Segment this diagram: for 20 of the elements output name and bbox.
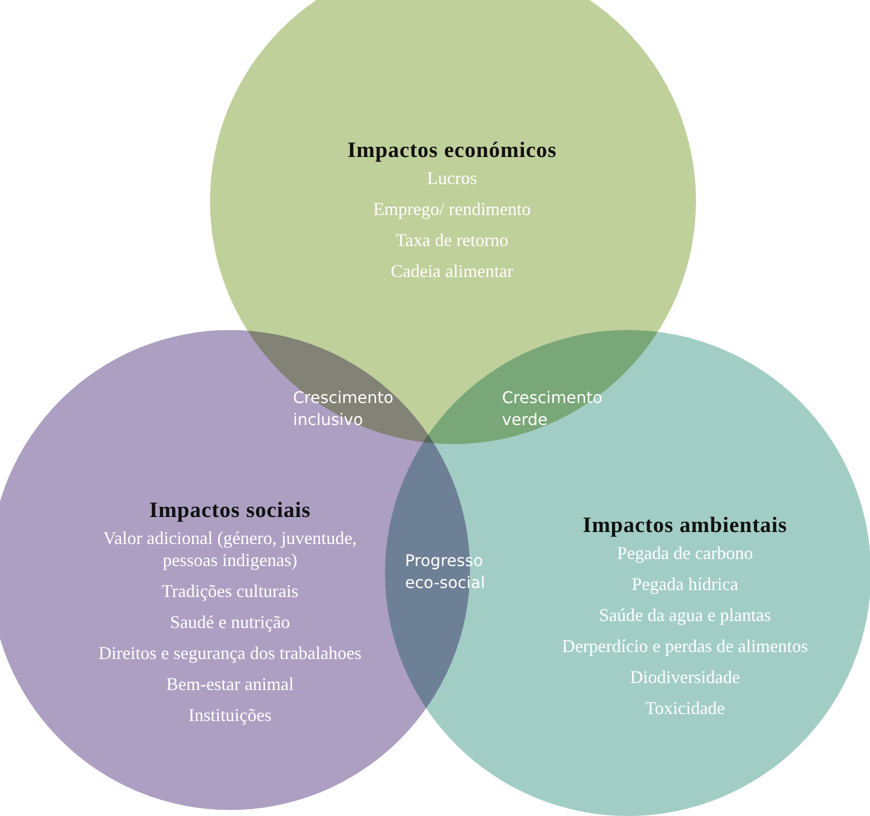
circle-heading: Impactos ambientais (582, 511, 788, 539)
impact-item: Derperdício e perdas de alimentos (561, 635, 809, 657)
circle-heading: Impactos económicos (346, 136, 558, 164)
impact-item: Pegada de carbono (616, 542, 754, 564)
impact-item: Saúde da agua e plantas (598, 604, 772, 626)
impact-item: Instituições (188, 704, 272, 726)
impact-item: Direitos e segurança dos trabalahoes (98, 642, 362, 664)
impact-item: Saudé e nutrição (169, 611, 291, 633)
impact-item: Taxa de retorno (394, 229, 510, 251)
impact-item: Valor adicional (género, juventude, pessoas indigenas) (102, 527, 358, 571)
circle-heading: Impactos sociais (148, 496, 312, 524)
impact-item: Cadeia alimentar (390, 260, 514, 282)
overlap-label: Progresso eco-social (405, 550, 486, 594)
impact-item: Pegada hídrica (630, 573, 740, 595)
impact-item: Tradições culturais (160, 580, 300, 602)
impact-item: Lucros (426, 167, 478, 189)
impact-item: Diodiversidade (629, 666, 741, 688)
impact-item: Toxicidade (644, 697, 726, 719)
impact-item: Emprego/ rendimento (372, 198, 532, 220)
impact-item: Bem-estar animal (165, 673, 295, 695)
